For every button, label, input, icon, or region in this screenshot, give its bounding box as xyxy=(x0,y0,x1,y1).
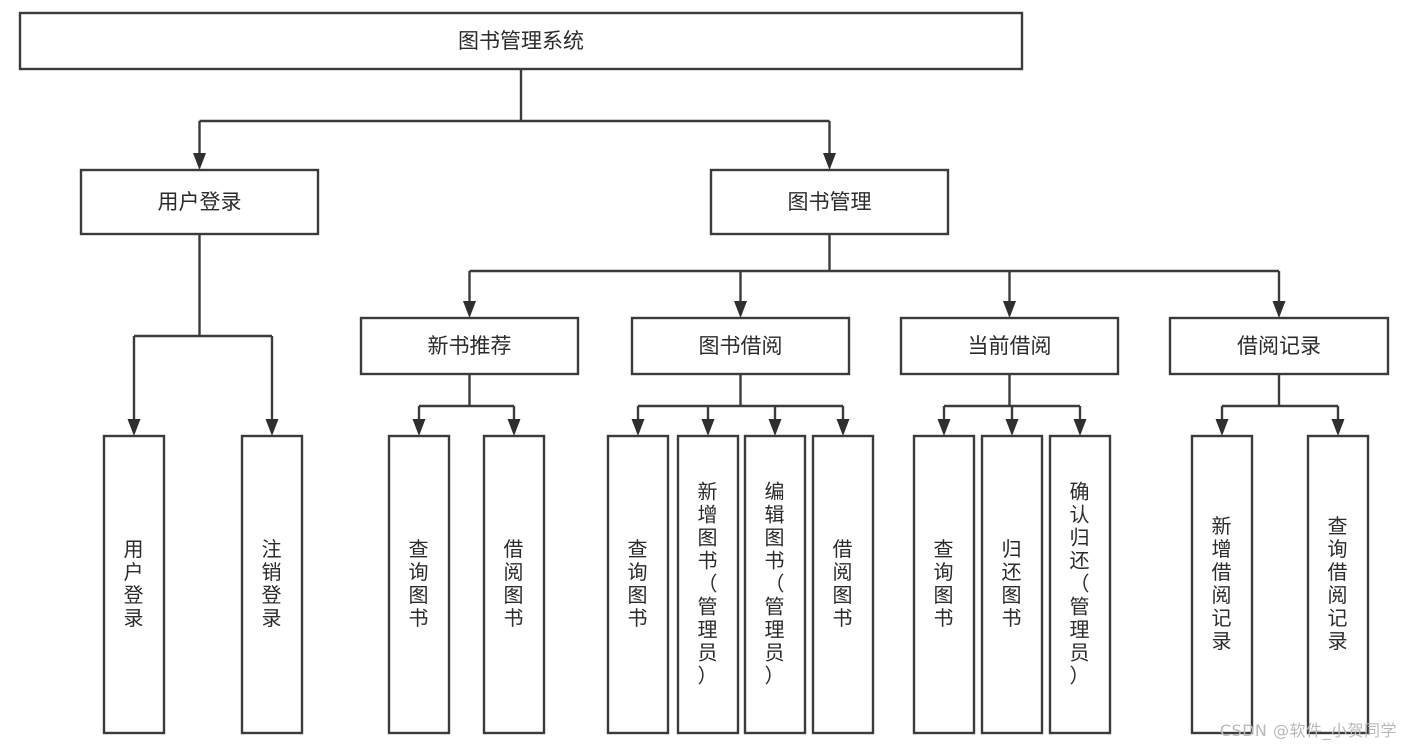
node-box-leaf-logout[interactable] xyxy=(240,434,304,735)
arrow-head-icon xyxy=(1215,419,1229,436)
node-box-book-borrow[interactable] xyxy=(630,316,851,376)
node-current-borrow[interactable]: 当前借阅 xyxy=(899,316,1120,376)
watermark-text: CSDN @软件_小贺同学 xyxy=(1219,721,1397,740)
node-box-leaf-query-book-borrow[interactable] xyxy=(606,434,670,735)
arrow-head-icon xyxy=(1073,419,1087,436)
node-user-login[interactable]: 用户登录 xyxy=(79,168,320,236)
arrow-head-icon xyxy=(265,419,279,436)
node-label-leaf-query-record: 查询借阅记录 xyxy=(1328,514,1349,653)
node-leaf-borrow-book[interactable]: 借阅图书 xyxy=(811,434,875,735)
node-book-manage[interactable]: 图书管理 xyxy=(709,168,950,236)
node-leaf-add-record[interactable]: 新增借阅记录 xyxy=(1190,434,1254,735)
edge-group-borrow-record xyxy=(1215,374,1345,436)
node-label-leaf-query-book-current: 查询图书 xyxy=(934,537,955,630)
node-root[interactable]: 图书管理系统 xyxy=(18,11,1024,71)
node-label-book-borrow: 图书借阅 xyxy=(699,334,783,358)
node-label-current-borrow: 当前借阅 xyxy=(968,334,1052,358)
node-label-leaf-add-book: 新增图书（管理员） xyxy=(698,479,719,687)
arrow-head-icon xyxy=(507,419,521,436)
edge-group-user-login xyxy=(127,234,279,436)
arrow-head-icon xyxy=(127,419,141,436)
node-box-leaf-edit-book[interactable] xyxy=(743,434,807,735)
node-label-leaf-query-book-recommend: 查询图书 xyxy=(409,537,430,630)
node-box-root[interactable] xyxy=(18,11,1024,71)
arrow-head-icon xyxy=(1272,301,1286,318)
node-leaf-query-book-recommend[interactable]: 查询图书 xyxy=(387,434,451,735)
node-leaf-return-book[interactable]: 归还图书 xyxy=(980,434,1044,735)
node-new-book-recommend[interactable]: 新书推荐 xyxy=(359,316,580,376)
node-leaf-query-book-borrow[interactable]: 查询图书 xyxy=(606,434,670,735)
node-label-leaf-logout: 注销登录 xyxy=(262,537,283,630)
arrow-head-icon xyxy=(631,419,645,436)
node-label-user-login: 用户登录 xyxy=(158,190,242,214)
node-box-book-manage[interactable] xyxy=(709,168,950,236)
node-label-book-manage: 图书管理 xyxy=(788,190,872,214)
node-label-leaf-return-book: 归还图书 xyxy=(1002,537,1023,630)
edge-group-book-borrow xyxy=(631,374,850,436)
node-box-leaf-user-login[interactable] xyxy=(102,434,166,735)
node-leaf-confirm-return[interactable]: 确认归还（管理员） xyxy=(1048,434,1112,735)
connector-layer xyxy=(127,69,1345,436)
arrow-head-icon xyxy=(412,419,426,436)
arrow-head-icon xyxy=(823,153,836,170)
node-label-leaf-confirm-return: 确认归还（管理员） xyxy=(1070,479,1091,687)
node-leaf-edit-book[interactable]: 编辑图书（管理员） xyxy=(743,434,807,735)
arrow-head-icon xyxy=(701,419,715,436)
node-box-leaf-query-book-current[interactable] xyxy=(912,434,976,735)
node-leaf-query-book-current[interactable]: 查询图书 xyxy=(912,434,976,735)
node-label-borrow-record: 借阅记录 xyxy=(1237,334,1321,358)
node-box-borrow-record[interactable] xyxy=(1168,316,1390,376)
node-label-leaf-user-login: 用户登录 xyxy=(124,537,145,630)
node-label-leaf-add-record: 新增借阅记录 xyxy=(1212,514,1233,653)
node-label-leaf-query-book-borrow: 查询图书 xyxy=(628,537,649,630)
arrow-head-icon xyxy=(1005,419,1019,436)
node-box-leaf-borrow-book-recommend[interactable] xyxy=(482,434,546,735)
node-borrow-record[interactable]: 借阅记录 xyxy=(1168,316,1390,376)
node-box-current-borrow[interactable] xyxy=(899,316,1120,376)
node-box-leaf-return-book[interactable] xyxy=(980,434,1044,735)
node-box-leaf-query-record[interactable] xyxy=(1306,434,1370,735)
arrow-head-icon xyxy=(937,419,951,436)
node-leaf-query-record[interactable]: 查询借阅记录 xyxy=(1306,434,1370,735)
node-box-leaf-add-book[interactable] xyxy=(676,434,740,735)
node-box-leaf-confirm-return[interactable] xyxy=(1048,434,1112,735)
node-leaf-user-login[interactable]: 用户登录 xyxy=(102,434,166,735)
arrow-head-icon xyxy=(836,419,850,436)
node-layer: 图书管理系统用户登录图书管理新书推荐图书借阅当前借阅借阅记录用户登录注销登录查询… xyxy=(18,11,1390,735)
arrow-head-icon xyxy=(1003,301,1016,318)
edge-group-root xyxy=(193,69,836,170)
node-label-leaf-edit-book: 编辑图书（管理员） xyxy=(765,479,786,687)
node-box-new-book-recommend[interactable] xyxy=(359,316,580,376)
arrow-head-icon xyxy=(768,419,782,436)
node-label-leaf-borrow-book: 借阅图书 xyxy=(833,537,854,630)
node-box-user-login[interactable] xyxy=(79,168,320,236)
arrow-head-icon xyxy=(193,153,206,170)
node-leaf-logout[interactable]: 注销登录 xyxy=(240,434,304,735)
node-leaf-borrow-book-recommend[interactable]: 借阅图书 xyxy=(482,434,546,735)
edge-group-current-borrow xyxy=(937,374,1087,436)
arrow-head-icon xyxy=(463,301,476,318)
node-leaf-add-book[interactable]: 新增图书（管理员） xyxy=(676,434,740,735)
node-box-leaf-borrow-book[interactable] xyxy=(811,434,875,735)
node-box-leaf-add-record[interactable] xyxy=(1190,434,1254,735)
node-label-new-book-recommend: 新书推荐 xyxy=(428,334,512,358)
node-label-leaf-borrow-book-recommend: 借阅图书 xyxy=(504,537,525,630)
edge-group-book-manage xyxy=(463,234,1286,318)
node-label-root: 图书管理系统 xyxy=(458,29,584,53)
arrow-head-icon xyxy=(734,301,747,318)
arrow-head-icon xyxy=(1331,419,1345,436)
node-book-borrow[interactable]: 图书借阅 xyxy=(630,316,851,376)
edge-group-new-book-recommend xyxy=(412,374,521,436)
node-box-leaf-query-book-recommend[interactable] xyxy=(387,434,451,735)
